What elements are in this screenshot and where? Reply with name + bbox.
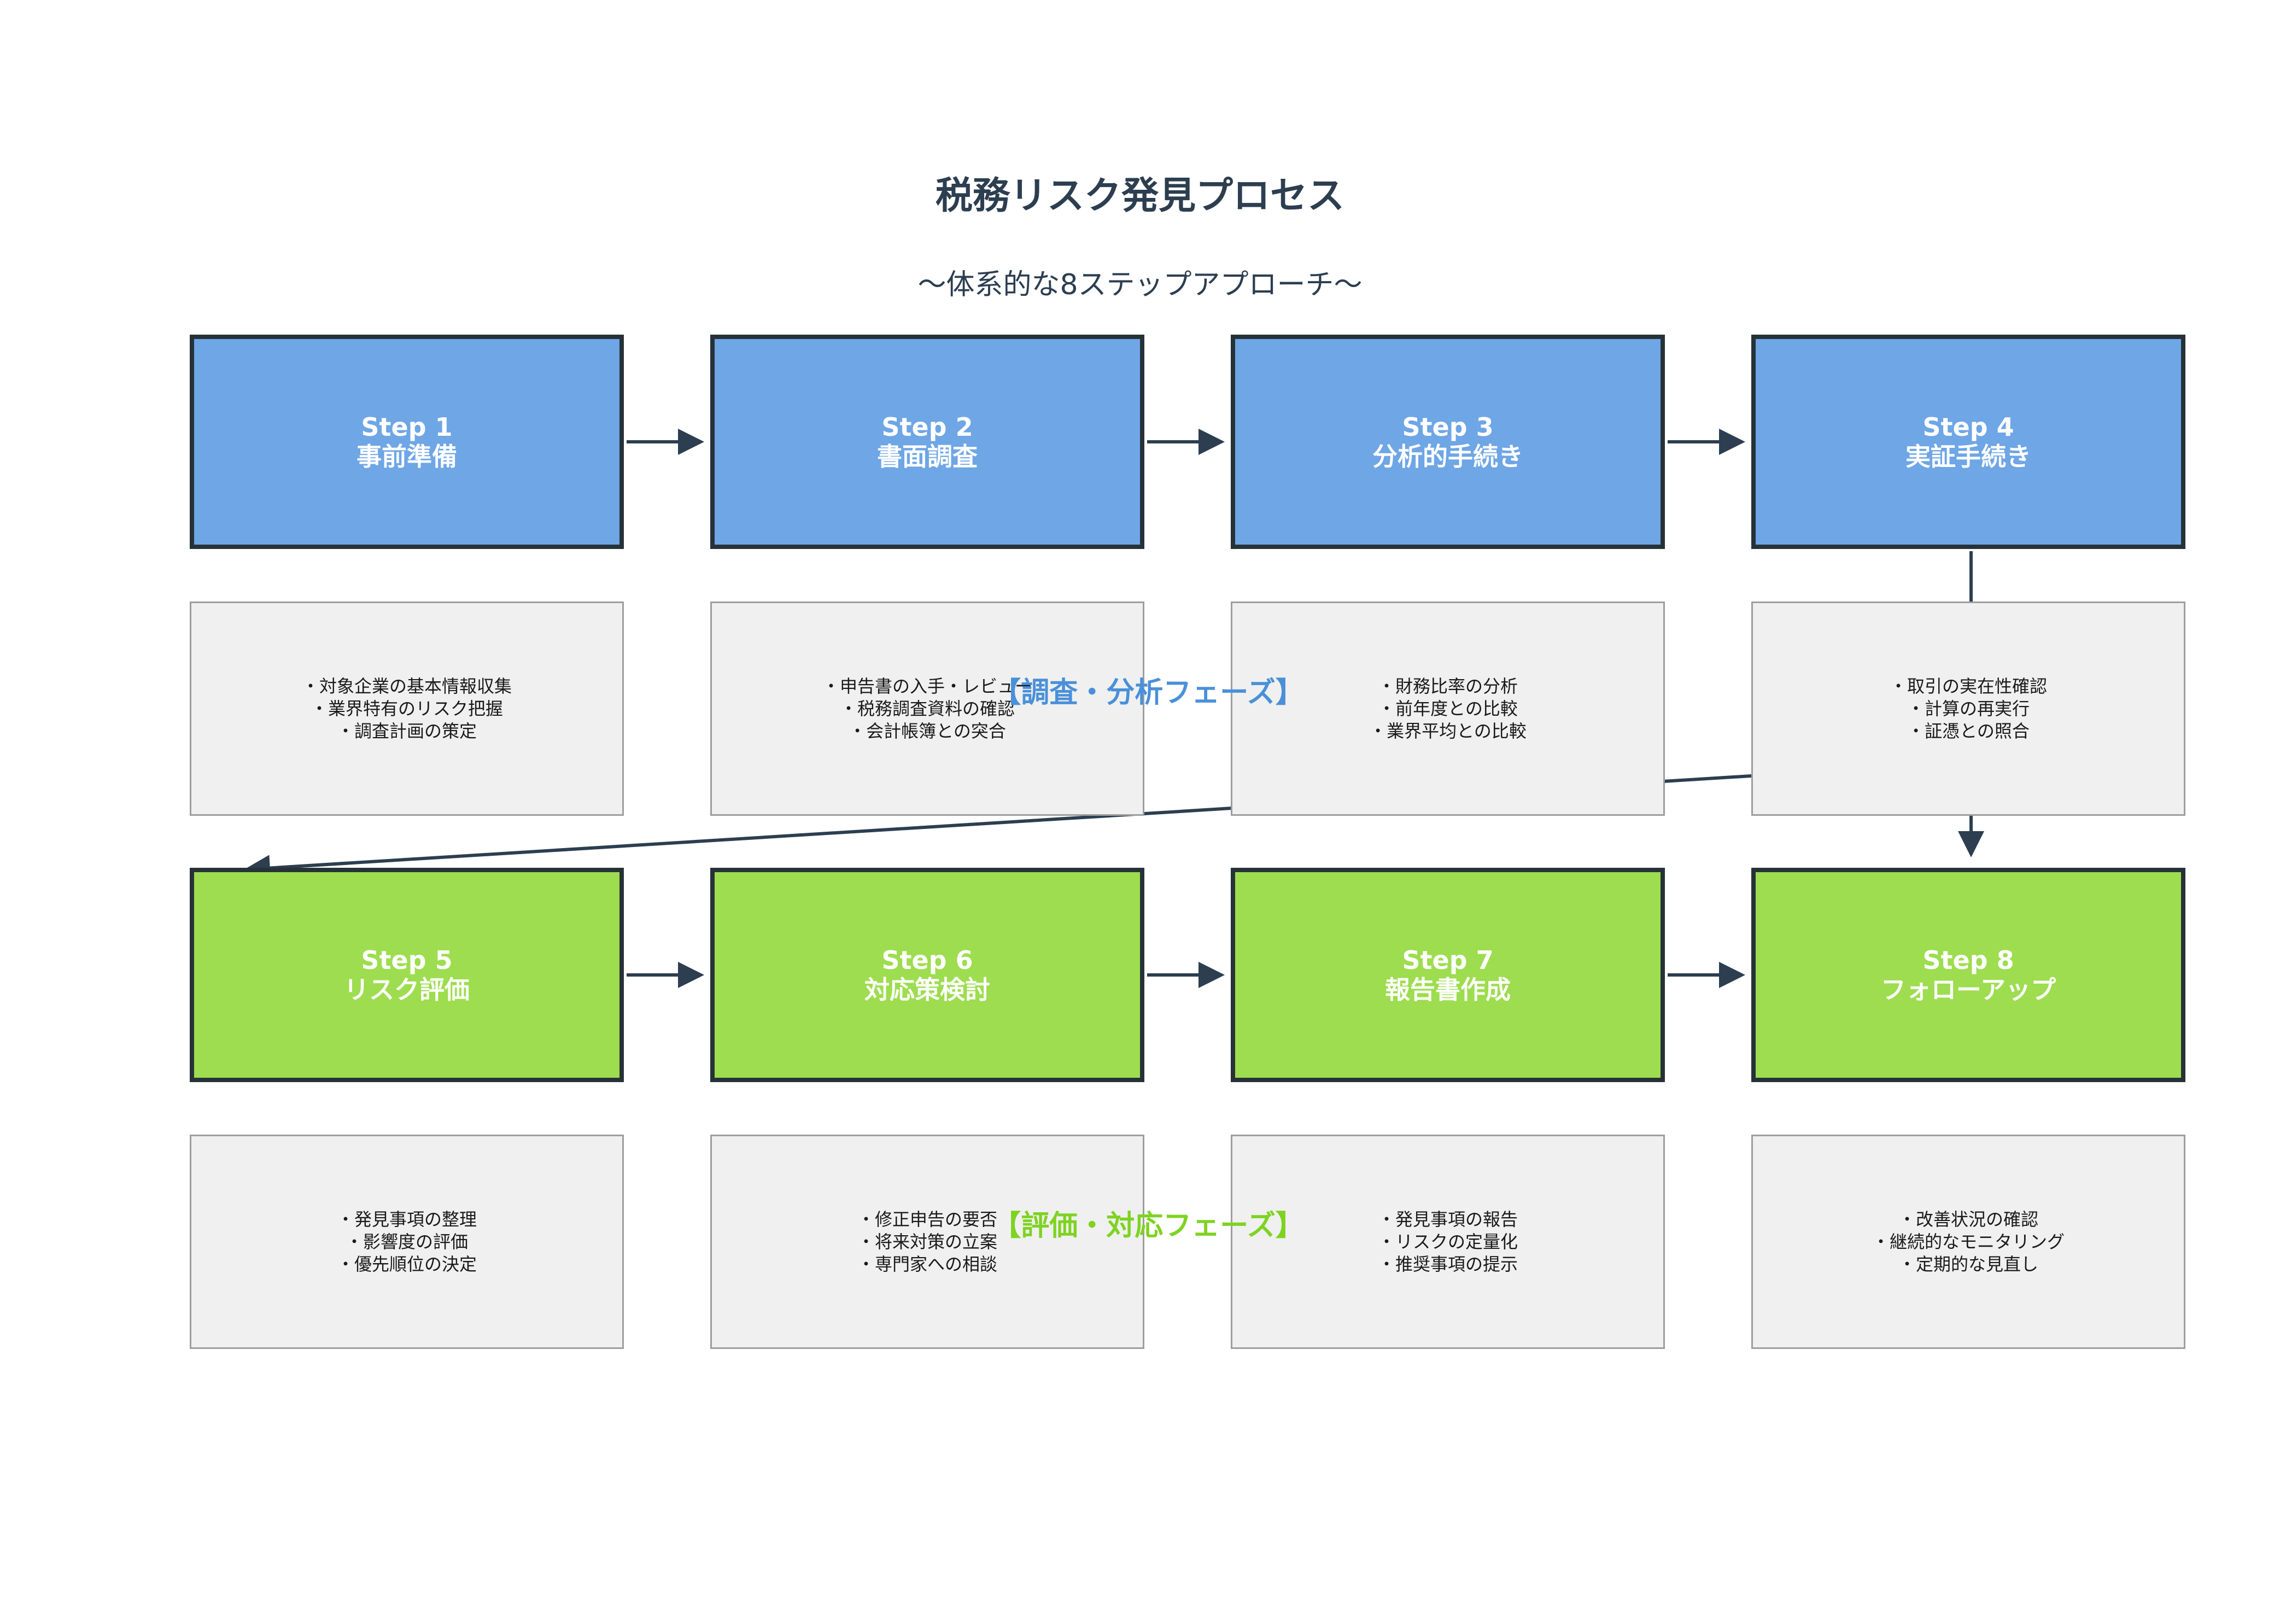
step8-box: Step 8 フォローアップ [1751,868,2185,1082]
step3-details-box: ・財務比率の分析 ・前年度との比較 ・業界平均との比較 [1231,601,1665,816]
step-name: 報告書作成 [1385,975,1511,1004]
step1-box: Step 1 事前準備 [190,335,624,549]
step-name: 分析的手続き [1372,442,1523,471]
detail-item: ・専門家への相談 [857,1253,997,1275]
detail-item: ・調査計画の策定 [336,720,477,741]
step-number: Step 6 [881,945,973,975]
detail-item: ・発見事項の整理 [336,1208,477,1230]
step6-box: Step 6 対応策検討 [710,868,1144,1082]
detail-item: ・証憑との照合 [1907,720,2030,741]
diagram-subtitle: 〜体系的な8ステップアプローチ〜 [917,268,1363,301]
detail-item: ・発見事項の報告 [1377,1208,1518,1230]
step6-details-box: ・修正申告の要否 ・将来対策の立案 ・専門家への相談 [710,1135,1144,1349]
step-name: 事前準備 [356,442,457,471]
detail-item: ・定期的な見直し [1898,1253,2038,1275]
step-number: Step 1 [361,412,453,442]
step-number: Step 8 [1922,945,2014,975]
step-name: リスク評価 [344,975,470,1004]
diagram-title: 税務リスク発見プロセス [935,174,1344,218]
step4-details: ・取引の実在性確認 ・計算の再実行 ・証憑との照合 [1890,675,2047,743]
step-number: Step 5 [361,945,453,975]
step2-details-box: ・申告書の入手・レビュー ・税務調査資料の確認 ・会計帳簿との突合 [710,601,1144,816]
step-name: 対応策検討 [864,975,990,1004]
detail-item: ・対象企業の基本情報収集 [301,675,512,697]
step-number: Step 7 [1402,945,1494,975]
detail-item: ・会計帳簿との突合 [849,720,1006,741]
detail-item: ・推奨事項の提示 [1377,1253,1518,1275]
detail-item: ・リスクの定量化 [1377,1231,1518,1252]
detail-item: ・改善状況の確認 [1898,1208,2038,1230]
step-number: Step 2 [881,412,973,442]
step7-details-box: ・発見事項の報告 ・リスクの定量化 ・推奨事項の提示 [1231,1135,1665,1349]
detail-item: ・影響度の評価 [345,1231,468,1252]
step5-box: Step 5 リスク評価 [190,868,624,1082]
phase-label-evaluation: 【評価・対応フェーズ】 [992,1210,1304,1242]
detail-item: ・取引の実在性確認 [1889,675,2047,697]
step1-details-box: ・対象企業の基本情報収集 ・業界特有のリスク把握 ・調査計画の策定 [190,601,624,816]
step7-box: Step 7 報告書作成 [1231,868,1665,1082]
detail-item: ・前年度との比較 [1378,698,1518,719]
step4-box: Step 4 実証手続き [1751,335,2185,549]
step6-details: ・修正申告の要否 ・将来対策の立案 ・専門家への相談 [857,1208,997,1276]
arrow-step4-to-step5 [244,761,1972,881]
step7-details: ・発見事項の報告 ・リスクの定量化 ・推奨事項の提示 [1378,1208,1518,1276]
detail-item: ・将来対策の立案 [857,1231,997,1252]
detail-item: ・業界平均との比較 [1369,720,1527,741]
detail-item: ・計算の再実行 [1907,698,2030,719]
detail-item: ・税務調査資料の確認 [839,698,1015,719]
step-number: Step 3 [1402,412,1494,442]
step3-details: ・財務比率の分析 ・前年度との比較 ・業界平均との比較 [1369,675,1527,743]
step3-box: Step 3 分析的手続き [1231,335,1665,549]
step-name: 書面調査 [877,442,978,471]
detail-item: ・継続的なモニタリング [1872,1231,2065,1252]
detail-item: ・業界特有のリスク把握 [310,698,503,719]
detail-item: ・優先順位の決定 [336,1253,477,1275]
step-name: フォローアップ [1880,975,2056,1004]
step5-details: ・発見事項の整理 ・影響度の評価 ・優先順位の決定 [337,1208,477,1276]
step2-box: Step 2 書面調査 [710,335,1144,549]
detail-item: ・修正申告の要否 [857,1208,997,1230]
step5-details-box: ・発見事項の整理 ・影響度の評価 ・優先順位の決定 [190,1135,624,1349]
step8-details-box: ・改善状況の確認 ・継続的なモニタリング ・定期的な見直し [1751,1135,2185,1349]
step1-details: ・対象企業の基本情報収集 ・業界特有のリスク把握 ・調査計画の策定 [302,675,512,743]
detail-item: ・申告書の入手・レビュー [822,675,1032,697]
step2-details: ・申告書の入手・レビュー ・税務調査資料の確認 ・会計帳簿との突合 [822,675,1032,743]
step-number: Step 4 [1922,412,2014,442]
detail-item: ・財務比率の分析 [1377,675,1518,697]
step-name: 実証手続き [1905,442,2031,471]
step8-details: ・改善状況の確認 ・継続的なモニタリング ・定期的な見直し [1872,1208,2065,1276]
step4-details-box: ・取引の実在性確認 ・計算の再実行 ・証憑との照合 [1751,601,2185,816]
phase-label-investigation: 【調査・分析フェーズ】 [992,676,1304,709]
